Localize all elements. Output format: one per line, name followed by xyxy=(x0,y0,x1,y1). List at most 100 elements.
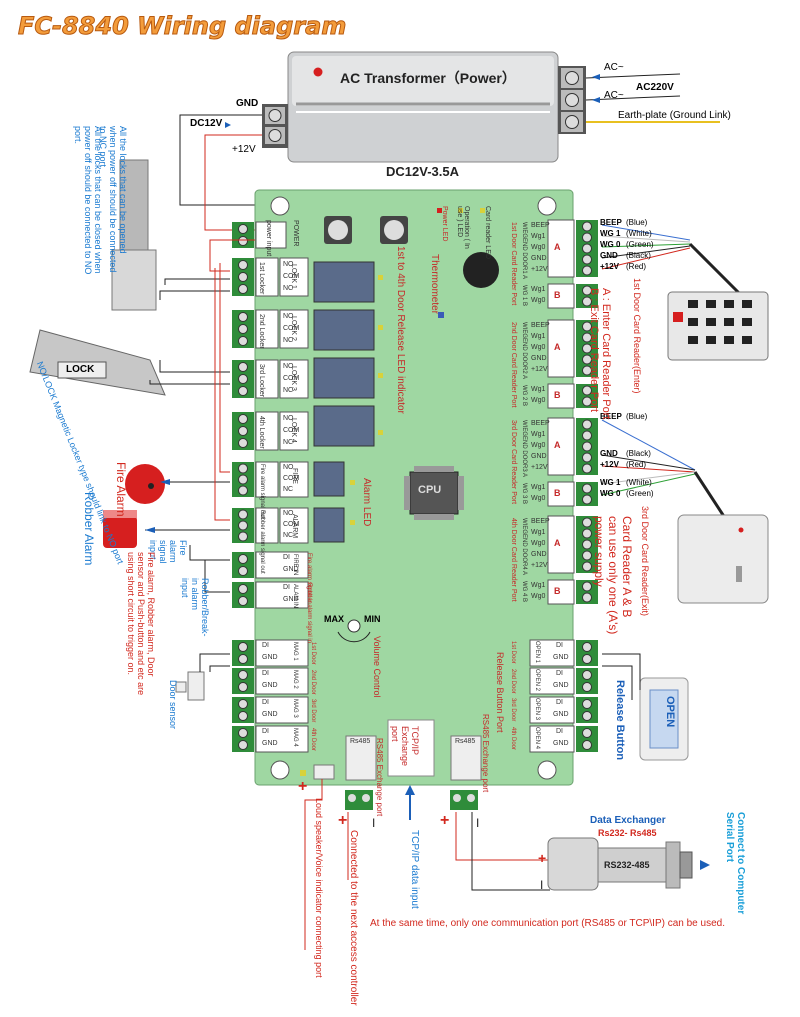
reader3-color-1: (Black) xyxy=(626,449,651,458)
reader-2-b-terminal[interactable] xyxy=(576,384,598,408)
reader1-color-0: (Blue) xyxy=(626,218,648,227)
reader3-wire-4: WG 0 xyxy=(600,489,621,498)
reader-4-a-terminal[interactable] xyxy=(576,516,598,573)
reader-3-b-letter: B xyxy=(554,488,561,498)
rs485-minus: I xyxy=(476,816,480,830)
open-1-terminal[interactable] xyxy=(576,640,598,666)
alarm-in-gnd: GND xyxy=(283,596,299,603)
reader-3-a-pin-1: Wg1 xyxy=(531,431,546,438)
reader-2-a-terminal[interactable] xyxy=(576,320,598,377)
open-4-gnd: GND xyxy=(553,740,569,747)
terminal-screw-icon xyxy=(582,670,592,680)
open-4-id: OPEN 4 xyxy=(534,727,540,750)
reader-legend-b: B : Exit Card Reader Port xyxy=(588,288,600,413)
alarm-out-id-label: ALARM xyxy=(291,514,298,539)
reader1-color-1: (White) xyxy=(626,229,652,238)
reader-4-port-label: 4th Door Card Reader Port xyxy=(510,518,517,602)
reader-1-b-letter: B xyxy=(554,290,561,300)
mag-3-door-label: 3rd Door xyxy=(310,699,316,723)
reader-power-note: Card Reader A & B can use only one (A's)… xyxy=(592,516,634,635)
terminal-screw-icon xyxy=(238,236,248,246)
reader-3-a-terminal[interactable] xyxy=(576,418,598,475)
mag-1-terminal[interactable] xyxy=(232,640,254,666)
alarm-out-terminal[interactable] xyxy=(232,508,254,543)
reader-4-b-terminal[interactable] xyxy=(576,580,598,604)
open-label: OPEN xyxy=(664,696,676,728)
fire-out-pin-nc: NC xyxy=(283,486,294,493)
terminal-screw-icon xyxy=(238,711,248,721)
speaker-label: Loud speaker/Voice indicator connecting … xyxy=(314,798,324,978)
reader-legend-a: A : Enter Card Reader Port xyxy=(600,288,612,420)
locker-4-terminal[interactable] xyxy=(232,412,254,450)
mag-2-id-label: MAG 2 xyxy=(292,670,298,689)
locker-3-terminal[interactable] xyxy=(232,360,254,398)
reader-3-a-pin-2: Wg0 xyxy=(531,442,546,449)
power-label-box xyxy=(255,221,287,249)
fire-alarm-device xyxy=(125,464,165,504)
door-sensor-device xyxy=(175,671,205,701)
terminal-screw-icon xyxy=(582,354,592,365)
alarm-in-terminal[interactable] xyxy=(232,582,254,608)
reader-1-a-terminal[interactable] xyxy=(576,220,598,277)
terminal-screw-icon xyxy=(238,740,248,750)
alarm-out-pin-nc: NC xyxy=(283,532,294,539)
mag-1-id-label: MAG 1 xyxy=(292,642,298,661)
operation-led-label: Operation ( In use ) LED xyxy=(456,206,470,249)
open-1-id: OPEN 1 xyxy=(534,641,540,664)
reader3-color-2: (Red) xyxy=(626,460,647,469)
fire-out-terminal[interactable] xyxy=(232,462,254,497)
reader-1-b-id: WG 1 B xyxy=(521,285,527,307)
terminal-screw-icon xyxy=(238,531,248,542)
open-2-terminal[interactable] xyxy=(576,668,598,694)
mag-1-label-box xyxy=(255,639,309,667)
open-4-box xyxy=(529,725,575,753)
tcpip-port[interactable] xyxy=(387,719,435,777)
thermometer-label: Thermometer xyxy=(429,254,440,315)
locker-2-pin-com: COM xyxy=(283,325,300,332)
reader-1-b-pin-1: Wg0 xyxy=(531,297,546,304)
transformer-spec: DC12V-3.5A xyxy=(386,164,459,179)
alarm-out-id-box xyxy=(279,507,309,544)
reader-1-a-pin-4: +12V xyxy=(531,266,548,273)
reader-4-b-pin-1: Wg0 xyxy=(531,593,546,600)
reader3-color-3: (White) xyxy=(626,478,652,487)
terminal-screw-icon xyxy=(238,362,248,372)
mag-3-terminal[interactable] xyxy=(232,697,254,723)
terminal-screw-icon xyxy=(582,592,592,603)
terminal-screw-icon xyxy=(582,285,592,296)
plus12v-label: +12V xyxy=(232,144,256,155)
reader3-color-4: (Green) xyxy=(626,489,654,498)
reader-3-b-terminal[interactable] xyxy=(576,482,598,506)
release-button-device[interactable] xyxy=(639,677,689,761)
fire-in-terminal[interactable] xyxy=(232,552,254,578)
reader-1-a-pin-2: Wg0 xyxy=(531,244,546,251)
reader3-wire-1: GND xyxy=(600,449,618,458)
reader-2-a-box xyxy=(547,319,575,378)
power-terminal-label: POWER xyxy=(292,220,299,247)
terminal-screw-icon xyxy=(582,385,592,396)
power-input-terminal[interactable] xyxy=(232,222,254,248)
open-4-terminal[interactable] xyxy=(576,726,598,752)
terminal-screw-icon xyxy=(238,260,248,270)
locker-1-terminal[interactable] xyxy=(232,258,254,296)
reader3-color-0: (Blue) xyxy=(626,412,648,421)
reader-1-b-terminal[interactable] xyxy=(576,284,598,308)
open-2-box xyxy=(529,667,575,695)
open-2-gnd: GND xyxy=(553,682,569,689)
terminal-screw-icon xyxy=(238,596,248,606)
terminal-screw-icon xyxy=(582,343,592,354)
mag-2-terminal[interactable] xyxy=(232,668,254,694)
terminal-screw-icon xyxy=(582,365,592,376)
terminal-screw-icon xyxy=(582,483,592,494)
volume-knob-icon[interactable] xyxy=(347,619,361,633)
mag-2-door-label: 2nd Door xyxy=(310,670,316,695)
terminal-screw-icon xyxy=(238,374,248,384)
terminal-screw-icon xyxy=(582,728,592,738)
ac-top-label: AC~ xyxy=(604,62,624,73)
mag-3-gnd: GND xyxy=(262,711,278,718)
mag-4-terminal[interactable] xyxy=(232,726,254,752)
ac-transformer xyxy=(287,51,559,163)
locker-2-terminal[interactable] xyxy=(232,310,254,348)
open-3-terminal[interactable] xyxy=(576,697,598,723)
